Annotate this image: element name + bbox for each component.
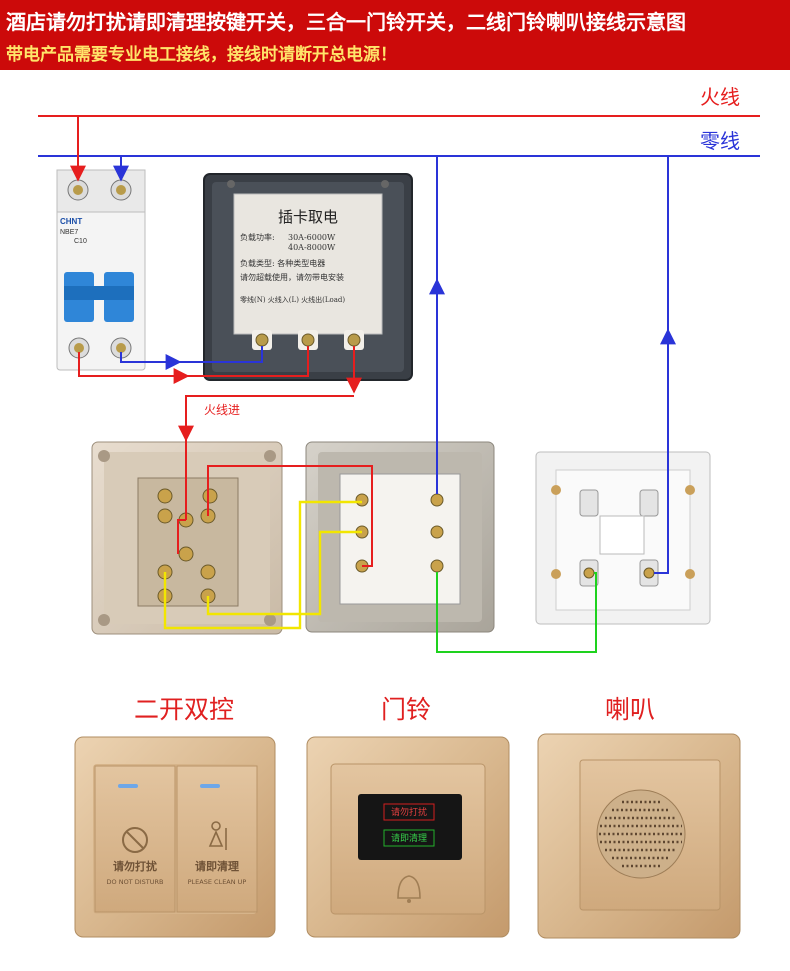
clean-label: 请即清理: [195, 859, 239, 873]
double-switch-terminals: [157, 488, 218, 604]
please-clean-up-button[interactable]: [176, 765, 258, 913]
bell-icon: [397, 875, 421, 903]
doorbell-indicator-clean: 请即清理: [391, 832, 427, 844]
safety-warning: 带电产品需要专业电工接线，接线时请断开总电源！: [6, 45, 397, 65]
breaker-rating: C10: [74, 238, 87, 245]
neutral-wire-label: 零线: [700, 129, 740, 153]
doorbell-front: 请勿打扰 请即清理: [306, 736, 510, 938]
card-power-switch: 插卡取电 负载功率: 30A-6000W 40A-8000W 负载类型: 各种类…: [203, 173, 413, 381]
circuit-breaker: CHNT NBE7 C10: [56, 169, 146, 371]
clean-label-en: PLEASE CLEAN UP: [188, 878, 247, 886]
doorbell-to-speaker-wire: [436, 572, 597, 653]
card-switch-load-value-2: 40A-8000W: [288, 243, 336, 252]
speaker-label: 喇叭: [604, 695, 656, 724]
card-switch-load-type: 负载类型: 各种类型电器: [240, 258, 325, 268]
dnd-label-en: DO NOT DISTURB: [107, 878, 164, 886]
doorbell-terminal-l: [430, 493, 444, 507]
breaker-bottom-terminal-right: [116, 343, 126, 353]
speaker-grille: [596, 789, 686, 879]
yellow-wire-2: [206, 530, 362, 616]
diagram-title: 酒店请勿打扰请即清理按键开关，三合一门铃开关，二线门铃喇叭接线示意图: [6, 10, 686, 34]
card-switch-title: 插卡取电: [278, 208, 338, 226]
double-switch-front: 请勿打扰 DO NOT DISTURB 请即清理 PLEASE CLEAN UP: [74, 736, 276, 938]
yellow-wire-1: [163, 500, 362, 630]
cleaning-person-icon: [208, 821, 227, 850]
breaker-brand: CHNT: [60, 217, 82, 226]
breaker-top-terminal-left: [73, 185, 83, 195]
dnd-indicator-light: [118, 784, 138, 788]
breaker-top-terminal-right: [116, 185, 126, 195]
card-switch-load-value-1: 30A-6000W: [288, 233, 336, 242]
card-switch-load-label: 负载功率:: [240, 232, 275, 242]
wiring-diagram: 火线 零线 CHNT NBE7 C10 插卡取电 负载功率: 30A-6000W…: [38, 85, 760, 939]
card-switch-terminal-l: [301, 333, 315, 347]
breaker-model: NBE7: [60, 229, 78, 236]
double-switch-label: 二开双控: [133, 695, 235, 724]
doorbell-label: 门铃: [380, 695, 432, 724]
double-switch-back: [91, 441, 283, 635]
live-in-wire: [185, 395, 354, 520]
speaker-terminal-right: [643, 567, 655, 579]
dnd-label: 请勿打扰: [113, 859, 157, 873]
doorbell-terminal-out: [430, 559, 444, 573]
doorbell-indicator-dnd: 请勿打扰: [391, 806, 427, 818]
live-in-label: 火线进: [204, 403, 240, 417]
doorbell-switch-back: [305, 441, 495, 633]
breaker-live-out-wire: [78, 346, 309, 377]
breaker-bottom-terminal-left: [74, 343, 84, 353]
common-live-to-doorbell-wire: [207, 465, 373, 567]
breaker-neutral-out-wire: [120, 346, 263, 363]
clean-indicator-light: [200, 784, 220, 788]
live-wire-label: 火线: [700, 85, 740, 109]
card-switch-label-panel: [233, 193, 383, 335]
header-banner: 酒店请勿打扰请即清理按键开关，三合一门铃开关，二线门铃喇叭接线示意图 带电产品需…: [0, 0, 790, 70]
card-switch-warning: 请勿超载使用，请勿带电安装: [240, 272, 344, 282]
card-switch-terminal-n: [255, 333, 269, 347]
card-switch-terminal-load: [347, 333, 361, 347]
speaker-front: [537, 733, 741, 939]
no-disturb-icon: [122, 827, 148, 853]
speaker-back: [535, 451, 711, 625]
speaker-terminal-left: [583, 567, 595, 579]
card-switch-terminal-labels: 零线(N) 火线入(L) 火线出(Load): [240, 295, 345, 304]
double-switch-jumper: [177, 519, 186, 554]
neutral-to-speaker-wire: [654, 156, 669, 574]
